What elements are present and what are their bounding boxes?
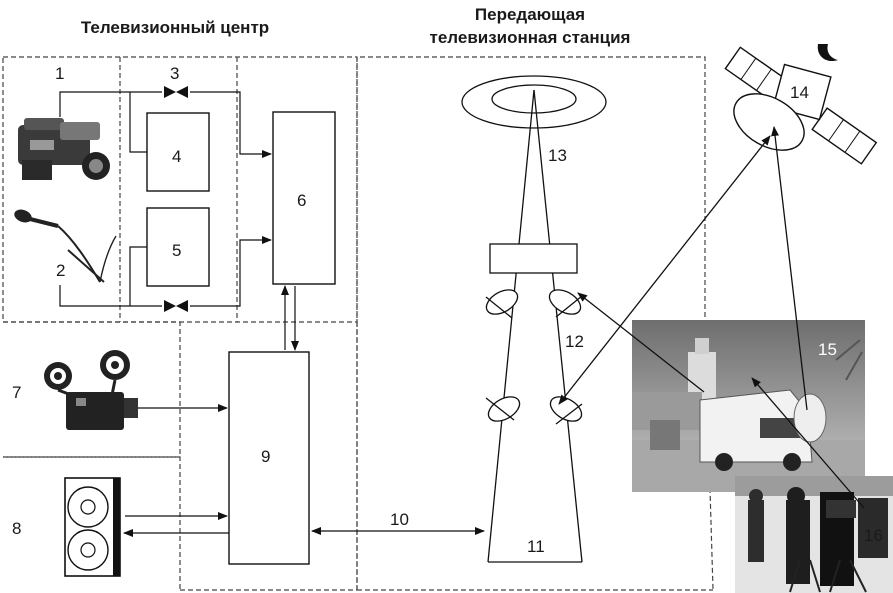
branch-block4 — [129, 92, 147, 153]
label-16: 16 — [864, 526, 883, 545]
switch-icon-top — [164, 86, 188, 98]
number-labels: 1 2 3 4 5 6 7 8 9 10 11 12 13 14 15 16 — [12, 64, 883, 556]
station-heading-line2: телевизионная станция — [429, 28, 631, 47]
radiation-ellipse-outer — [461, 75, 607, 129]
projector-region — [3, 321, 181, 458]
label-6: 6 — [297, 191, 306, 210]
label-4: 4 — [172, 147, 181, 166]
radiation-ellipse-inner — [491, 84, 577, 114]
disc-storage-icon — [64, 477, 121, 577]
switch-icon-bottom — [164, 300, 188, 312]
tv-center-heading: Телевизионный центр — [80, 18, 270, 37]
camera-to-switch — [59, 91, 162, 117]
tower-platform — [489, 243, 578, 274]
link-crew-van — [751, 377, 865, 509]
label-3: 3 — [170, 64, 179, 83]
satellite-crescent — [817, 44, 838, 62]
switch-to-block6-bottom — [190, 236, 272, 307]
label-2: 2 — [56, 261, 65, 280]
label-13: 13 — [548, 146, 567, 165]
link-satellite-van — [771, 126, 808, 411]
block-6 — [272, 111, 336, 285]
label-11: 11 — [527, 537, 545, 556]
storage-region — [3, 456, 181, 590]
station-heading-line1: Передающая — [474, 5, 586, 24]
satellite-icon — [724, 44, 878, 165]
radio-links — [558, 126, 865, 509]
block-5 — [146, 207, 210, 287]
tower-left-edge — [487, 89, 535, 563]
label-9: 9 — [261, 447, 270, 466]
connections — [59, 91, 485, 537]
label-8: 8 — [12, 519, 21, 538]
link-satellite-tower — [558, 135, 771, 405]
link-van-tower — [577, 292, 705, 393]
switch-to-block6-top — [190, 91, 272, 158]
camera-crew-photo — [735, 476, 893, 593]
branch-block5 — [129, 246, 147, 306]
label-15: 15 — [818, 340, 837, 359]
mic-to-switch — [59, 285, 162, 307]
video-camera-icon — [18, 118, 110, 180]
tower-right-edge — [533, 89, 583, 563]
label-7: 7 — [12, 383, 21, 402]
tv-tower — [461, 75, 607, 563]
label-14: 14 — [790, 83, 809, 102]
label-10: 10 — [390, 510, 409, 529]
microphone-icon — [14, 209, 117, 283]
label-1: 1 — [55, 64, 64, 83]
blocks — [146, 111, 336, 565]
film-projector-icon — [44, 350, 138, 430]
label-5: 5 — [172, 241, 181, 260]
label-12: 12 — [565, 332, 584, 351]
relay-dishes — [485, 289, 583, 425]
block-9 — [228, 351, 310, 565]
